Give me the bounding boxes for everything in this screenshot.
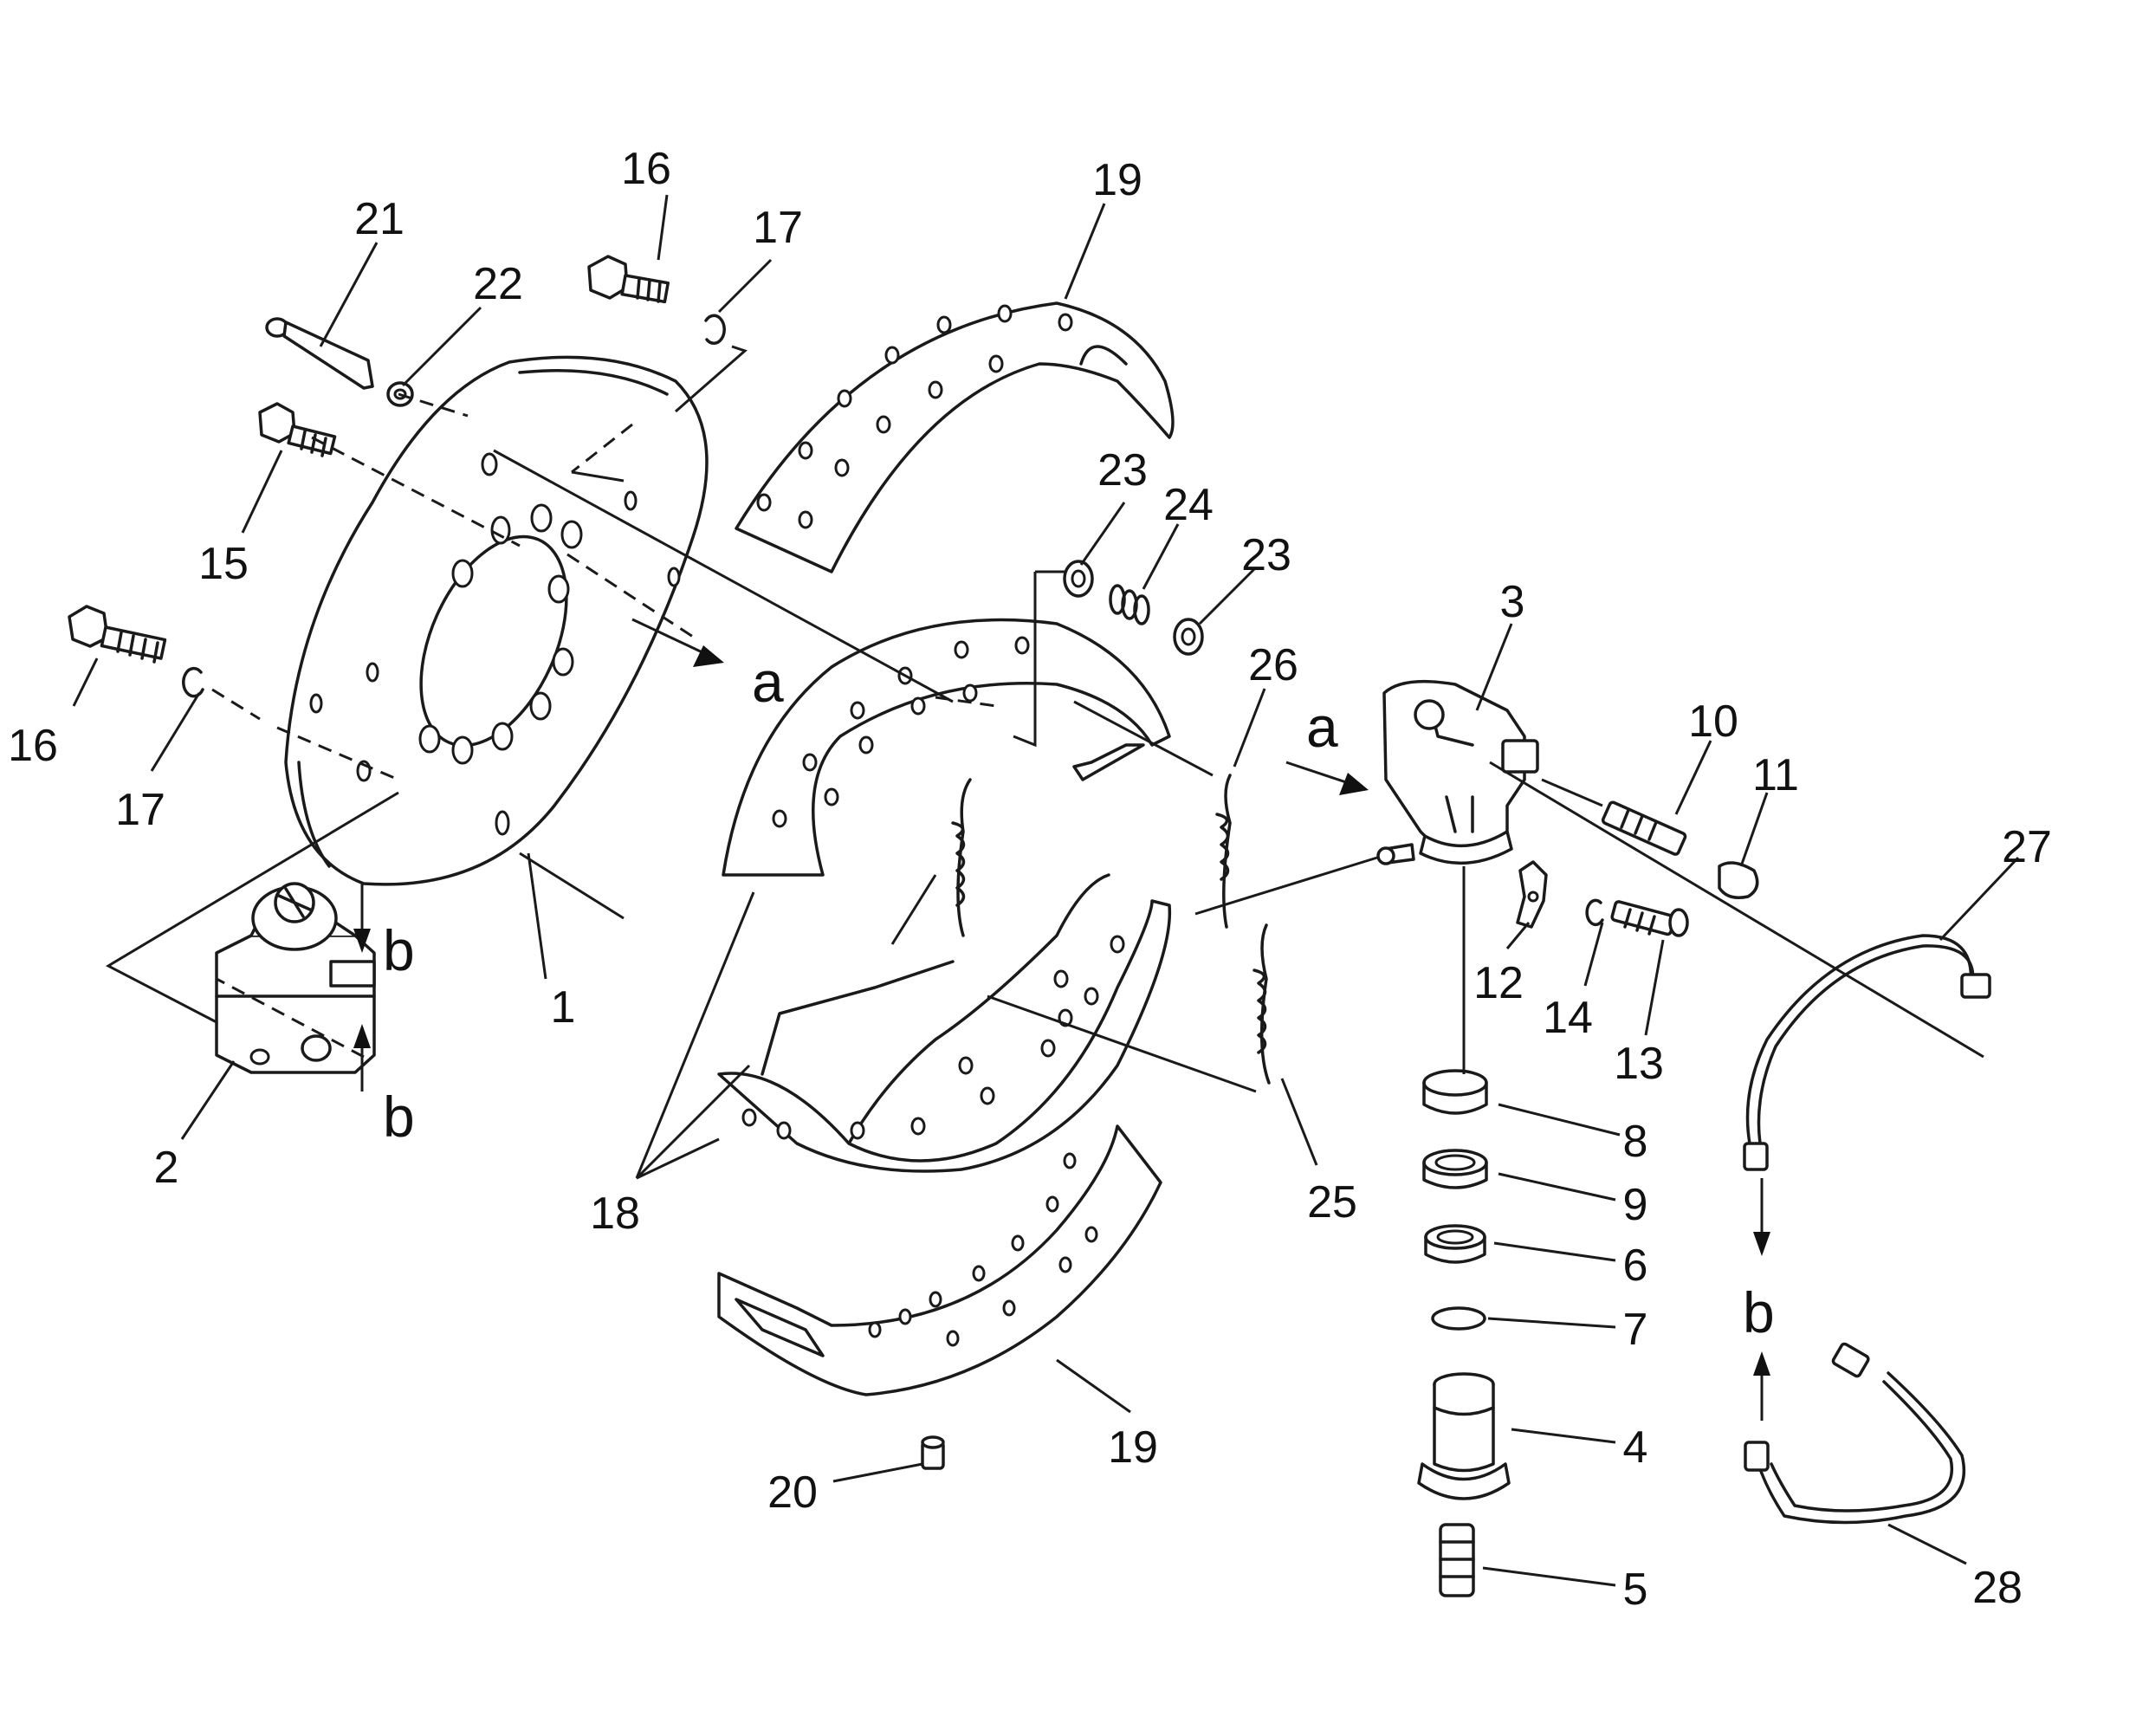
arrow-b-lower-left [353, 1024, 371, 1091]
arrow-b-upper-left [353, 884, 371, 953]
parking-brake-unit [215, 882, 376, 1074]
adjuster-4 [1417, 1372, 1511, 1500]
washer-14 [1585, 898, 1604, 927]
arrow-a-right [1285, 761, 1369, 795]
arrow-b-upper-right [1753, 1178, 1770, 1256]
callout-18: 18 [590, 1189, 640, 1239]
seal-23-left [1063, 560, 1094, 598]
callout-27: 27 [2002, 822, 2052, 872]
callout-23-left: 23 [1097, 445, 1148, 496]
callout-15: 15 [198, 539, 249, 589]
letter-b-lower-left: b [383, 1085, 415, 1149]
screw-5 [1439, 1523, 1475, 1597]
wheel-cylinder-housing [1376, 679, 1539, 865]
callout-22: 22 [473, 259, 523, 309]
callout-12: 12 [1473, 958, 1524, 1008]
return-spring-26-right [1215, 774, 1232, 929]
callout-17-left: 17 [115, 785, 165, 835]
washer-17-top [704, 314, 726, 345]
callout-28: 28 [1972, 1563, 2023, 1613]
cup-9 [1422, 1149, 1488, 1189]
arrow-b-lower-right [1753, 1351, 1770, 1421]
bolt-13 [1610, 900, 1689, 937]
callout-3: 3 [1500, 577, 1525, 627]
callout-2: 2 [154, 1143, 179, 1193]
callout-21: 21 [354, 194, 405, 244]
brake-lining-upper [735, 301, 1175, 573]
pin-21 [265, 317, 374, 390]
brake-tube-28 [1744, 1342, 1966, 1525]
callout-24: 24 [1163, 480, 1214, 530]
letter-a-left: a [752, 650, 784, 714]
backing-plate-holes [309, 452, 681, 836]
callout-20: 20 [767, 1467, 818, 1518]
bolt-16-left [68, 605, 167, 664]
callout-5: 5 [1623, 1564, 1648, 1615]
callout-23-right: 23 [1241, 530, 1291, 580]
callout-13: 13 [1614, 1039, 1664, 1089]
callout-19-bottom: 19 [1108, 1422, 1158, 1473]
callout-labels: 16 17 19 21 22 15 16 17 1 2 18 23 24 23 … [8, 144, 2052, 1615]
callout-10: 10 [1688, 696, 1738, 747]
bolt-15 [258, 402, 337, 457]
letter-b-upper-left: b [383, 918, 415, 982]
spring-24 [1109, 584, 1150, 625]
shoe-lower-rivets [741, 935, 1125, 1140]
callout-16-left: 16 [8, 721, 58, 771]
callout-1: 1 [551, 982, 576, 1033]
upper-lining-rivets [756, 304, 1073, 529]
callout-4: 4 [1623, 1422, 1648, 1473]
callout-25: 25 [1307, 1177, 1357, 1228]
letter-b-upper-right: b [1743, 1280, 1775, 1344]
lower-lining-rivets [868, 1152, 1098, 1347]
pin-20 [921, 1435, 945, 1470]
callout-6: 6 [1623, 1240, 1648, 1291]
shoe-upper-rivets [772, 636, 1030, 828]
ring-8 [1422, 1069, 1488, 1115]
brake-lining-lower [717, 1124, 1162, 1396]
return-spring-26-left [951, 778, 972, 937]
callout-11: 11 [1752, 750, 1799, 800]
seal-23-right [1173, 618, 1204, 656]
callout-16-top: 16 [621, 144, 671, 194]
callout-26: 26 [1248, 640, 1298, 690]
o-ring-7 [1431, 1306, 1486, 1331]
clip-12 [1516, 860, 1548, 929]
callout-14: 14 [1543, 993, 1593, 1043]
callout-8: 8 [1623, 1117, 1648, 1167]
connection-lines [105, 345, 1984, 1180]
backing-plate [284, 355, 709, 886]
brake-tube-27 [1743, 934, 1991, 1171]
bleeder-cap-11 [1718, 861, 1759, 899]
return-spring-25 [1252, 923, 1271, 1085]
callout-17-top: 17 [753, 203, 803, 253]
callout-19-top: 19 [1092, 155, 1142, 205]
arrow-a-left [631, 618, 724, 667]
callout-9: 9 [1623, 1180, 1648, 1230]
callout-leaders [72, 194, 2020, 1587]
brake-shoe-lower [717, 873, 1172, 1173]
cup-6 [1424, 1224, 1486, 1264]
connection-letter-labels: a a b b b b [383, 650, 1775, 1344]
bolt-16-top [587, 255, 670, 304]
callout-7: 7 [1623, 1305, 1648, 1355]
brake-shoe-upper [722, 618, 1171, 877]
bleeder-screw-10 [1601, 800, 1687, 856]
washer-17-left [182, 666, 204, 698]
letter-a-right: a [1306, 695, 1338, 759]
